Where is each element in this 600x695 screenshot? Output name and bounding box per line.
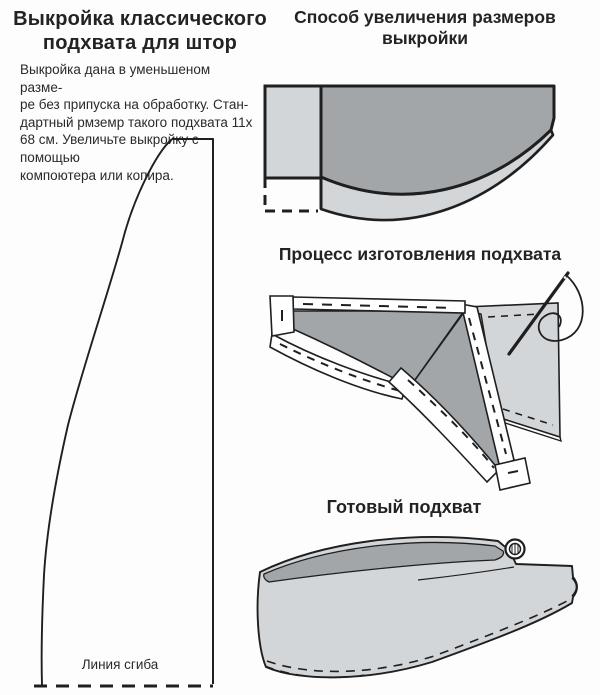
tape-end-tab-left [269, 295, 295, 337]
tape-end-tab-bottom [494, 457, 531, 491]
pattern-description: Выкройка дана в уменьшеном разме- ре без… [20, 62, 253, 183]
pattern-outline-diagram [34, 138, 214, 688]
metal-ring-icon [504, 538, 526, 560]
seam-dashed-line [266, 599, 570, 673]
seam-dashed-line-inner [264, 665, 365, 679]
page-title: Выкройка классического подхвата для штор [10, 8, 270, 55]
button-loop-bump [571, 577, 578, 597]
enlargement-diagram [263, 84, 556, 222]
fold-line-label: Линия сгиба [81, 657, 159, 672]
bias-tape-fold-left [387, 366, 501, 484]
original-pattern-piece [319, 84, 556, 196]
pattern-straight-edge [172, 138, 214, 684]
tieback-inner-surface [263, 541, 505, 583]
folded-light-panel [463, 302, 562, 443]
page-title-line2: подхвата для штор [42, 31, 238, 54]
needle-and-thread-icon [507, 271, 584, 356]
page-title-line1: Выкройка классического [13, 8, 267, 30]
enlarge-title-line2: выкройки [381, 27, 469, 48]
pattern-extension-rect [263, 84, 323, 180]
pattern-curved-edge [40, 138, 173, 686]
sewing-process-diagram [269, 271, 584, 491]
finished-tieback-illustration [256, 536, 578, 679]
enlarge-section-title: Способ увеличения размеров выкройки [268, 7, 582, 48]
enlarge-title-line1: Способ увеличения размеров [294, 7, 556, 27]
extension-dashed-line [263, 178, 318, 213]
finished-section-title: Готовый подхват [326, 497, 482, 517]
strap-edge-line [417, 566, 515, 581]
process-section-title: Процесс изготовления подхвата [278, 244, 562, 264]
